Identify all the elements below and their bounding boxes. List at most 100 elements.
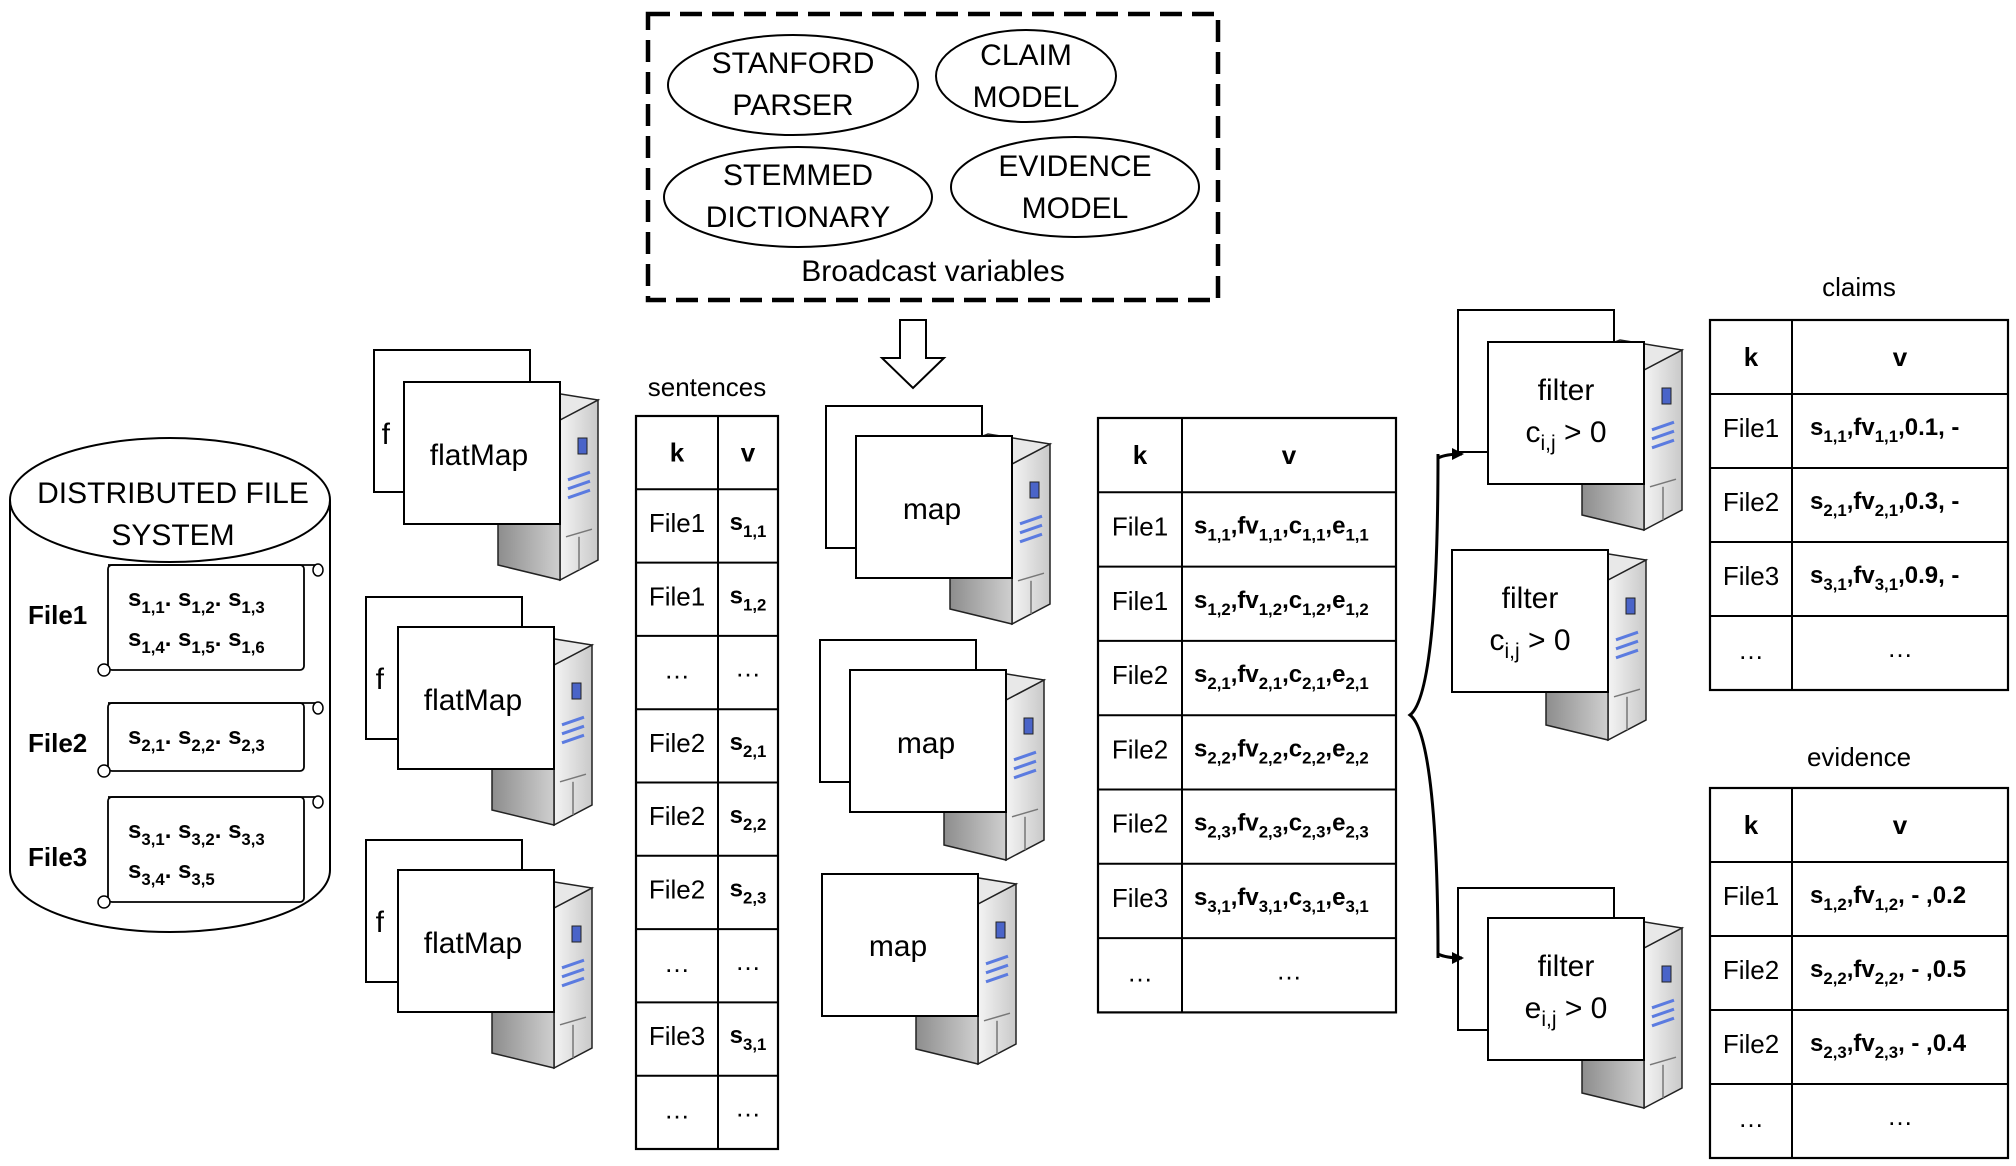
filter-label: filter bbox=[1538, 950, 1595, 983]
flatmap-label: flatMap bbox=[424, 684, 522, 717]
map-label: map bbox=[903, 493, 961, 526]
sentences-table-header-k: k bbox=[670, 438, 685, 468]
claims-table-cell-v: s2,1​,fv2,1​,0.3, - bbox=[1810, 488, 1959, 520]
sentences-table-cell-v: s1,2​ bbox=[730, 582, 767, 614]
broadcast-variables-box: STANFORD PARSER CLAIM MODEL STEMMED DICT… bbox=[645, 11, 1221, 303]
map-worker-3: map bbox=[821, 873, 1019, 1066]
flatmap-back-label: f bbox=[376, 906, 385, 939]
broadcast-claim-model: CLAIM MODEL bbox=[935, 29, 1117, 123]
split-brace bbox=[1407, 448, 1464, 964]
broadcast-stanford-parser-line2: PARSER bbox=[732, 89, 853, 122]
evidence-table-cell-v: s1,2​,fv1,2​, - ,0.2 bbox=[1810, 882, 1966, 914]
filter-worker-claims-2: filter ci,j > 0 bbox=[1451, 549, 1649, 742]
sentences-table-cell-v: s1,1​ bbox=[730, 509, 767, 541]
flatmap-worker-2: f flatMap bbox=[365, 596, 595, 827]
claims-table-cell-k: … bbox=[1738, 635, 1764, 665]
filter-worker-evidence: filter ei,j > 0 bbox=[1457, 887, 1685, 1110]
broadcast-stanford-parser: STANFORD PARSER bbox=[667, 34, 919, 136]
dfs-file-name: File1 bbox=[28, 600, 87, 630]
evidence-table-cell-k: File2 bbox=[1723, 955, 1779, 985]
sentences-table-cell-k: File2 bbox=[649, 874, 705, 904]
claims-table-header-v: v bbox=[1893, 342, 1908, 372]
features-table-cell-v: s1,2​,fv1,2​,c1,2​,e1,2​ bbox=[1194, 587, 1369, 619]
sentences-table-cell-k: File2 bbox=[649, 801, 705, 831]
sentences-table-cell-v: s3,1​ bbox=[730, 1022, 767, 1054]
evidence-table-header-v: v bbox=[1893, 810, 1908, 840]
features-table-cell-v: s2,2​,fv2,2​,c2,2​,e2,2​ bbox=[1194, 735, 1369, 767]
features-table-cell-k: File2 bbox=[1112, 809, 1168, 839]
map-worker-2: map bbox=[819, 639, 1047, 862]
broadcast-down-arrow bbox=[879, 319, 947, 390]
dfs-file-name: File2 bbox=[28, 728, 87, 758]
dfs-file-name: File3 bbox=[28, 842, 87, 872]
sentences-table-cell-v: … bbox=[735, 1092, 761, 1122]
claims-table-title: claims bbox=[1822, 272, 1896, 302]
broadcast-stemmed-dictionary: STEMMED DICTIONARY bbox=[663, 146, 933, 248]
claims-table-header-k: k bbox=[1744, 342, 1759, 372]
claims-table-cell-v: s1,1​,fv1,1​,0.1, - bbox=[1810, 414, 1959, 446]
sentences-table-cell-v: … bbox=[735, 653, 761, 683]
evidence-table-cell-v: s2,2​,fv2,2​, - ,0.5 bbox=[1810, 956, 1966, 988]
features-table-cell-v: s3,1​,fv3,1​,c3,1​,e3,1​ bbox=[1194, 884, 1369, 916]
flatmap-label: flatMap bbox=[424, 927, 522, 960]
sentences-table-cell-v: s2,1​ bbox=[730, 729, 767, 761]
claims-table-cell-v: s3,1​,fv3,1​,0.9, - bbox=[1810, 562, 1959, 594]
dfs-file-sentences: s1,4​. s1,5​. s1,6​ bbox=[128, 625, 265, 657]
filter-worker-claims-1: filter ci,j > 0 bbox=[1457, 309, 1685, 532]
filter-label: filter bbox=[1502, 582, 1559, 615]
broadcast-stemmed-dictionary-line2: DICTIONARY bbox=[706, 201, 890, 234]
evidence-table-title: evidence bbox=[1807, 742, 1911, 772]
sentences-table-header-v: v bbox=[741, 438, 756, 468]
map-label: map bbox=[897, 727, 955, 760]
flatmap-back-label: f bbox=[382, 418, 391, 451]
evidence-table-cell-k: … bbox=[1738, 1103, 1764, 1133]
broadcast-stemmed-dictionary-line1: STEMMED bbox=[723, 159, 873, 192]
broadcast-stanford-parser-line1: STANFORD bbox=[712, 47, 875, 80]
evidence-table-cell-k: File2 bbox=[1723, 1029, 1779, 1059]
map-label: map bbox=[869, 930, 927, 963]
evidence-table-header-k: k bbox=[1744, 810, 1759, 840]
claims-table-cell-k: File3 bbox=[1723, 561, 1779, 591]
sentences-table-cell-k: File1 bbox=[649, 508, 705, 538]
map-worker-1: map bbox=[825, 405, 1053, 626]
sentences-table-cell-k: File1 bbox=[649, 581, 705, 611]
sentences-table-cell-v: s2,3​ bbox=[730, 875, 767, 907]
claims-table-cell-v: … bbox=[1887, 633, 1913, 663]
worker-nodes: fflatMapfflatMapfflatMapmapmapmapfilterc… bbox=[365, 309, 1685, 1110]
sentences-table-cell-k: File3 bbox=[649, 1021, 705, 1051]
broadcast-evidence-model-line1: EVIDENCE bbox=[998, 150, 1151, 183]
sentences-table-cell-k: … bbox=[664, 1094, 690, 1124]
sentences-table-cell-k: File2 bbox=[649, 728, 705, 758]
broadcast-evidence-model: EVIDENCE MODEL bbox=[950, 136, 1200, 238]
features-table-cell-k: File3 bbox=[1112, 883, 1168, 913]
dfs-file-1: File1 s1,1​. s1,2​. s1,3​ s1,4​. s1,5​. s1… bbox=[28, 563, 324, 677]
flatmap-back-label: f bbox=[376, 663, 385, 696]
features-table-cell-k: File2 bbox=[1112, 660, 1168, 690]
dfs-file-sentences: s2,1​. s2,2​. s2,3​ bbox=[128, 723, 265, 755]
features-table-cell-k: File1 bbox=[1112, 511, 1168, 541]
features-table-cell-v: s2,1​,fv2,1​,c2,1​,e2,1​ bbox=[1194, 661, 1369, 693]
claims-table-cell-k: File1 bbox=[1723, 413, 1779, 443]
broadcast-evidence-model-line2: MODEL bbox=[1022, 192, 1129, 225]
filter-condition: ei,j > 0 bbox=[1525, 992, 1608, 1031]
features-table-cell-v: s1,1​,fv1,1​,c1,1​,e1,1​ bbox=[1194, 512, 1369, 544]
features-table-header-v: v bbox=[1282, 440, 1297, 470]
dfs-file-sentences: s1,1​. s1,2​. s1,3​ bbox=[128, 585, 265, 617]
dfs-file-sentences: s3,4​. s3,5​ bbox=[128, 857, 215, 889]
dfs-file-2: File2 s2,1​. s2,2​. s2,3​ bbox=[28, 701, 324, 778]
dfs-title-line1: DISTRIBUTED FILE bbox=[37, 477, 309, 510]
flatmap-worker-3: f flatMap bbox=[365, 839, 595, 1070]
filter-condition: ci,j > 0 bbox=[1525, 416, 1606, 455]
broadcast-claim-model-line1: CLAIM bbox=[980, 39, 1072, 72]
features-table-cell-k: File2 bbox=[1112, 734, 1168, 764]
filter-condition: ci,j > 0 bbox=[1489, 624, 1570, 663]
sentences-table-cell-k: … bbox=[664, 948, 690, 978]
filter-label: filter bbox=[1538, 374, 1595, 407]
features-table-cell-v: … bbox=[1276, 955, 1302, 985]
features-table: kvFile1s1,1​,fv1,1​,c1,1​,e1,1​File1s1,2… bbox=[1096, 416, 1398, 1014]
sentences-table-cell-v: s2,2​ bbox=[730, 802, 767, 834]
